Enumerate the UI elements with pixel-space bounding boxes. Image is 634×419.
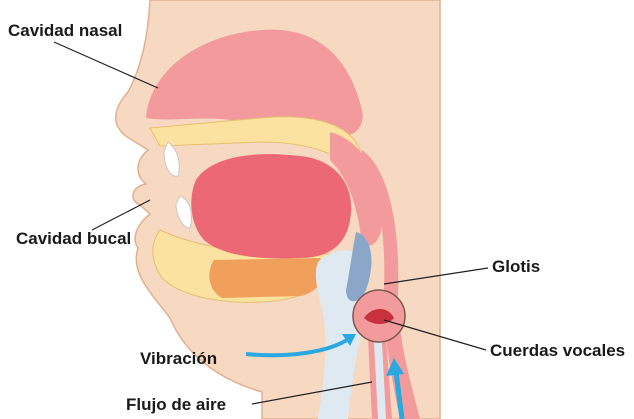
mandible-band [209, 258, 323, 298]
label-airflow: Flujo de aire [126, 395, 226, 414]
tongue [191, 154, 351, 258]
label-oral-cavity: Cavidad bucal [16, 229, 131, 248]
label-nasal-cavity: Cavidad nasal [8, 21, 122, 40]
label-glottis: Glotis [492, 257, 540, 276]
label-vibration: Vibración [140, 349, 217, 368]
label-vocal-cords: Cuerdas vocales [490, 341, 625, 360]
